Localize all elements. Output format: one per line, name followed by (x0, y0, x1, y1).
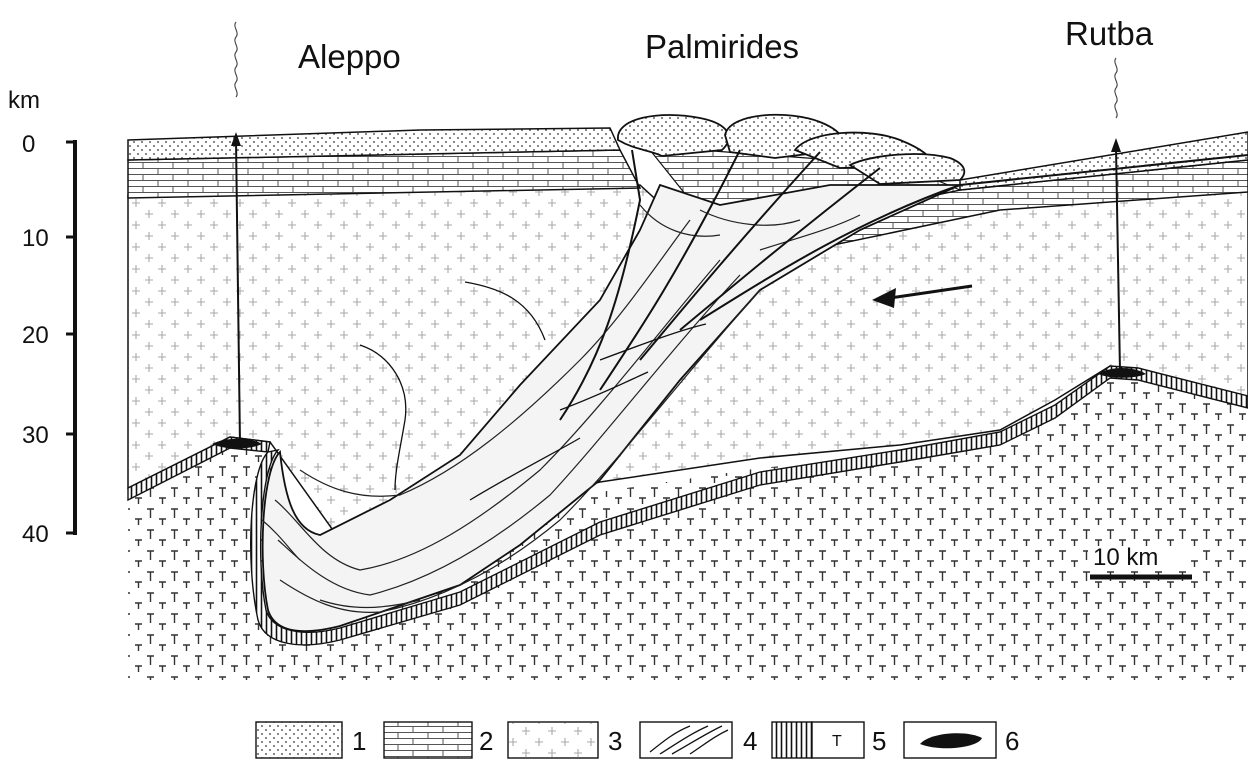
legend-item-1: 1 (256, 722, 366, 758)
depth-tick-40: 40 (22, 521, 49, 548)
depth-tick-20: 20 (22, 322, 49, 349)
depth-tick-30: 30 (22, 422, 49, 449)
legend-number-4: 4 (743, 726, 757, 756)
legend-T-glyph: T (832, 733, 842, 750)
legend-item-6: 6 (904, 722, 1019, 758)
legend-number-1: 1 (352, 726, 366, 756)
legend-item-5: T 5 (772, 722, 886, 758)
depth-tick-0: 0 (22, 131, 35, 158)
legend-item-2: 2 (384, 722, 493, 758)
legend: 1 2 3 4 T 5 6 (256, 722, 1019, 758)
legend-number-3: 3 (608, 726, 622, 756)
depth-tick-10: 10 (22, 225, 49, 252)
palmirides-label: Palmirides (645, 28, 799, 65)
depth-axis: km 0 10 20 30 40 (8, 87, 75, 548)
legend-number-2: 2 (479, 726, 493, 756)
rutba-label: Rutba (1065, 15, 1154, 52)
legend-item-3: 3 (508, 722, 622, 758)
legend-number-5: 5 (872, 726, 886, 756)
legend-item-4: 4 (640, 722, 757, 758)
scale-bar-label: 10 km (1093, 544, 1158, 571)
legend-number-6: 6 (1005, 726, 1019, 756)
aleppo-label: Aleppo (298, 38, 401, 75)
depth-unit: km (8, 87, 40, 114)
